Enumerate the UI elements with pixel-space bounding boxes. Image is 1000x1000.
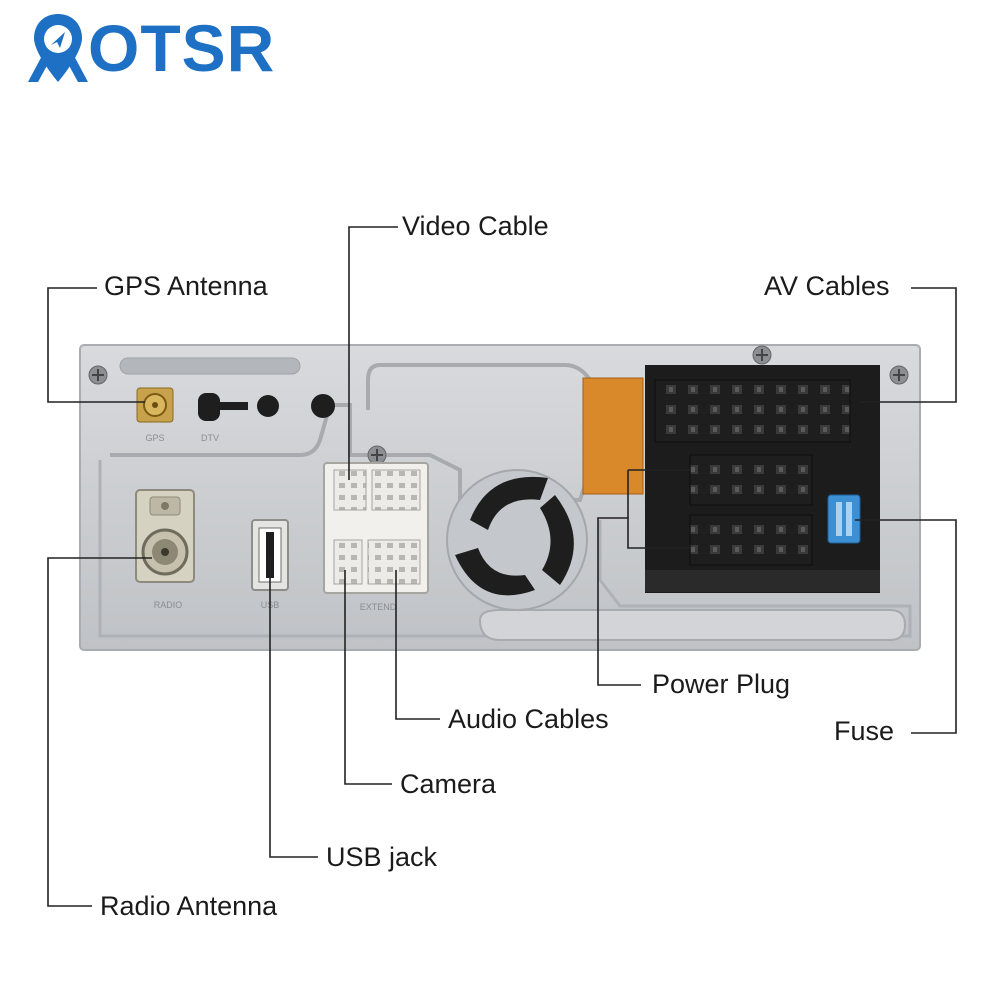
label-audio-cables: Audio Cables (448, 704, 609, 734)
leader-line-av (860, 287, 957, 403)
aux-jack (257, 395, 279, 417)
screw-icon (88, 365, 108, 385)
dtv-plug (198, 393, 248, 421)
location-pin-icon (28, 14, 88, 82)
leader-line-fuse (855, 519, 957, 734)
label-video-cable: Video Cable (402, 211, 549, 241)
label-usb-jack: USB jack (326, 842, 438, 872)
brand-logo: OTSR (24, 8, 275, 88)
leader-line-power (597, 517, 690, 686)
extend-marking: EXTEND (360, 602, 397, 612)
label-radio-antenna: Radio Antenna (100, 891, 278, 921)
label-gps-antenna: GPS Antenna (104, 271, 268, 301)
gps-connector (136, 387, 174, 423)
radio-marking: RADIO (154, 600, 183, 610)
leader-line-gps (47, 287, 145, 403)
fan-vent (446, 469, 588, 611)
label-camera: Camera (400, 769, 497, 799)
dtv-marking: DTV (201, 433, 219, 443)
label-power-plug: Power Plug (652, 669, 791, 699)
leader-line-audio (395, 570, 440, 720)
gps-marking: GPS (145, 433, 164, 443)
leader-line-radio (47, 557, 152, 907)
pcb-board (582, 377, 644, 495)
screw-icon (367, 445, 387, 465)
leader-line-usb (269, 555, 318, 858)
fuse (827, 494, 861, 544)
leader-line-video (348, 226, 398, 480)
av-power-connector-housing (645, 365, 880, 593)
screw-icon (889, 365, 909, 385)
leader-line-camera (344, 570, 392, 785)
screw-icon (752, 345, 772, 365)
label-fuse: Fuse (834, 716, 895, 746)
aux-jack (311, 394, 335, 418)
white-connector-block (323, 462, 429, 594)
leader-lines (47, 226, 957, 907)
label-av-cables: AV Cables (764, 271, 890, 301)
brand-name: OTSR (88, 11, 276, 85)
radio-antenna-socket (135, 489, 195, 583)
